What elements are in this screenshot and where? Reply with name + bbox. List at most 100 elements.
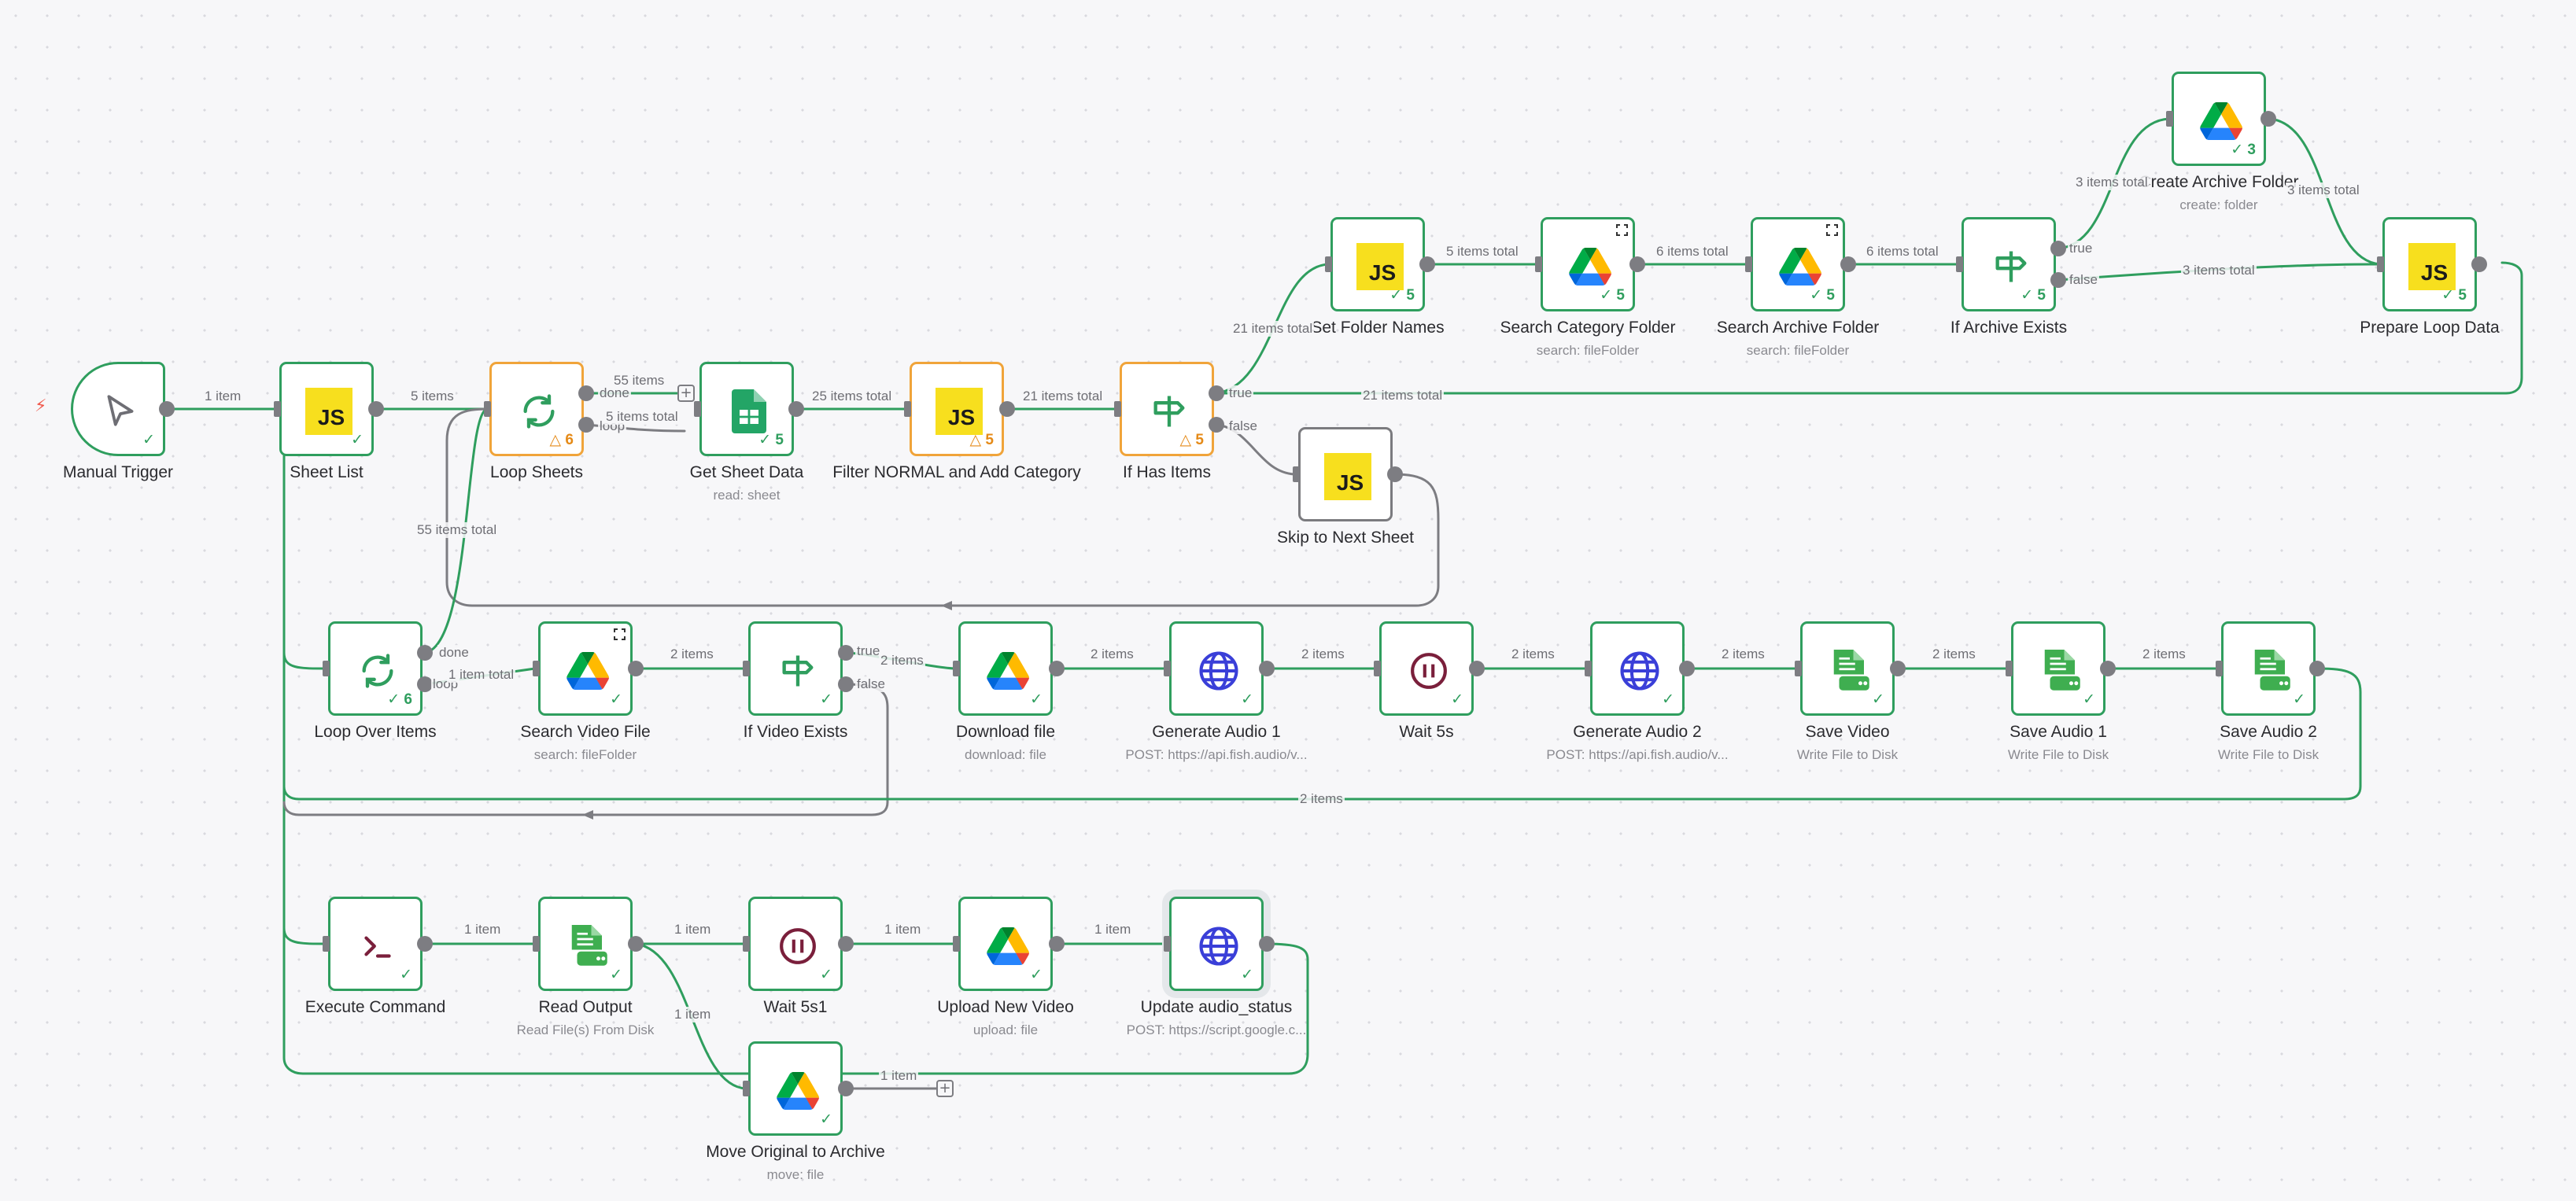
output-port[interactable] bbox=[628, 661, 644, 676]
input-port[interactable] bbox=[1745, 256, 1752, 272]
loop-port[interactable] bbox=[578, 417, 594, 433]
node-loop-over-items[interactable]: ✓ 6 bbox=[328, 621, 423, 716]
node-label: Create Archive Folder bbox=[2139, 173, 2299, 191]
node-filter-normal[interactable]: JS △ 5 bbox=[910, 362, 1004, 456]
false-port[interactable] bbox=[1209, 417, 1224, 433]
node-generate-audio-2[interactable]: ✓ bbox=[1590, 621, 1685, 716]
output-port[interactable] bbox=[838, 1081, 854, 1096]
input-port[interactable] bbox=[1114, 401, 1121, 417]
output-port[interactable] bbox=[1049, 661, 1065, 676]
node-read-output[interactable]: ✓ bbox=[538, 897, 633, 991]
node-search-category-folder[interactable]: ✓ 5 bbox=[1541, 217, 1635, 311]
input-port[interactable] bbox=[694, 401, 701, 417]
false-port[interactable] bbox=[838, 676, 854, 692]
node-sheet-list[interactable]: JS ✓ bbox=[279, 362, 374, 456]
node-upload-new-video[interactable]: ✓ bbox=[958, 897, 1053, 991]
node-search-video-file[interactable]: ✓ bbox=[538, 621, 633, 716]
node-create-archive-folder[interactable]: ✓ 3 bbox=[2172, 72, 2266, 166]
input-port[interactable] bbox=[323, 936, 330, 952]
node-manual-trigger[interactable]: ✓ bbox=[71, 362, 165, 456]
input-port[interactable] bbox=[1956, 256, 1963, 272]
input-port[interactable] bbox=[1795, 661, 1802, 676]
node-get-sheet-data[interactable]: ✓ 5 bbox=[699, 362, 794, 456]
node-if-archive-exists[interactable]: ✓ 5 bbox=[1962, 217, 2056, 311]
output-port[interactable] bbox=[1259, 661, 1275, 676]
input-port[interactable] bbox=[1374, 661, 1381, 676]
node-if-video-exists[interactable]: ✓ bbox=[748, 621, 843, 716]
input-port[interactable] bbox=[1293, 466, 1300, 482]
node-save-video[interactable]: ✓ bbox=[1800, 621, 1895, 716]
add-node-button[interactable]: + bbox=[677, 385, 695, 402]
output-port[interactable] bbox=[2100, 661, 2116, 676]
input-port[interactable] bbox=[743, 1081, 750, 1096]
node-prepare-loop-data[interactable]: JS ✓ 5 bbox=[2382, 217, 2477, 311]
output-port[interactable] bbox=[2471, 256, 2487, 272]
output-port[interactable] bbox=[1419, 256, 1435, 272]
node-update-audio-status[interactable]: ✓ bbox=[1169, 897, 1264, 991]
node-save-audio-2[interactable]: ✓ bbox=[2221, 621, 2316, 716]
true-port[interactable] bbox=[1209, 385, 1224, 401]
node-download-file[interactable]: ✓ bbox=[958, 621, 1053, 716]
output-port[interactable] bbox=[1890, 661, 1906, 676]
focus-corner-icon bbox=[1826, 224, 1838, 236]
input-port[interactable] bbox=[1164, 661, 1171, 676]
node-if-has-items[interactable]: △ 5 bbox=[1120, 362, 1214, 456]
node-execute-command[interactable]: ✓ bbox=[328, 897, 423, 991]
input-port[interactable] bbox=[533, 661, 540, 676]
false-port[interactable] bbox=[2050, 272, 2066, 288]
output-port[interactable] bbox=[628, 936, 644, 952]
input-port[interactable] bbox=[274, 401, 281, 417]
input-port[interactable] bbox=[1585, 661, 1592, 676]
output-port[interactable] bbox=[788, 401, 804, 417]
node-search-archive-folder[interactable]: ✓ 5 bbox=[1751, 217, 1845, 311]
output-port[interactable] bbox=[1387, 466, 1403, 482]
input-port[interactable] bbox=[1535, 256, 1542, 272]
loop-port[interactable] bbox=[417, 676, 433, 692]
output-port[interactable] bbox=[1259, 936, 1275, 952]
node-subtitle: POST: https://api.fish.audio/v... bbox=[1546, 747, 1729, 762]
output-port[interactable] bbox=[1469, 661, 1485, 676]
node-move-original[interactable]: ✓ bbox=[748, 1041, 843, 1136]
input-port[interactable] bbox=[533, 936, 540, 952]
input-port[interactable] bbox=[1164, 936, 1171, 952]
input-port[interactable] bbox=[2216, 661, 2223, 676]
globe-icon bbox=[1616, 647, 1663, 694]
input-port[interactable] bbox=[484, 401, 491, 417]
output-port[interactable] bbox=[999, 401, 1015, 417]
output-port[interactable] bbox=[368, 401, 384, 417]
output-port[interactable] bbox=[838, 936, 854, 952]
input-port[interactable] bbox=[904, 401, 911, 417]
output-port[interactable] bbox=[417, 936, 433, 952]
output-port[interactable] bbox=[1049, 936, 1065, 952]
add-node-button[interactable]: + bbox=[936, 1080, 954, 1097]
true-port[interactable] bbox=[2050, 241, 2066, 256]
node-wait-5s[interactable]: ✓ bbox=[1379, 621, 1474, 716]
node-set-folder-names[interactable]: JS ✓ 5 bbox=[1330, 217, 1425, 311]
input-port[interactable] bbox=[953, 661, 960, 676]
node-save-audio-1[interactable]: ✓ bbox=[2011, 621, 2105, 716]
output-port[interactable] bbox=[159, 401, 175, 417]
input-port[interactable] bbox=[2377, 256, 2384, 272]
output-port[interactable] bbox=[2260, 111, 2276, 127]
input-port[interactable] bbox=[2166, 111, 2173, 127]
input-port[interactable] bbox=[323, 661, 330, 676]
output-port[interactable] bbox=[2309, 661, 2325, 676]
node-skip-next-sheet[interactable]: JS bbox=[1298, 427, 1393, 521]
output-port[interactable] bbox=[1840, 256, 1856, 272]
output-port[interactable] bbox=[1629, 256, 1645, 272]
true-port[interactable] bbox=[838, 645, 854, 661]
node-label: Execute Command bbox=[304, 998, 446, 1016]
node-wait-5s1[interactable]: ✓ bbox=[748, 897, 843, 991]
done-port[interactable] bbox=[417, 645, 433, 661]
status-badge: ✓ bbox=[820, 1111, 832, 1128]
node-generate-audio-1[interactable]: ✓ bbox=[1169, 621, 1264, 716]
input-port[interactable] bbox=[953, 936, 960, 952]
node-loop-sheets[interactable]: △ 6 bbox=[489, 362, 584, 456]
input-port[interactable] bbox=[1325, 256, 1332, 272]
input-port[interactable] bbox=[743, 661, 750, 676]
output-port[interactable] bbox=[1679, 661, 1695, 676]
input-port[interactable] bbox=[743, 936, 750, 952]
signpost-icon bbox=[1146, 388, 1193, 435]
done-port[interactable] bbox=[578, 385, 594, 401]
input-port[interactable] bbox=[2006, 661, 2013, 676]
